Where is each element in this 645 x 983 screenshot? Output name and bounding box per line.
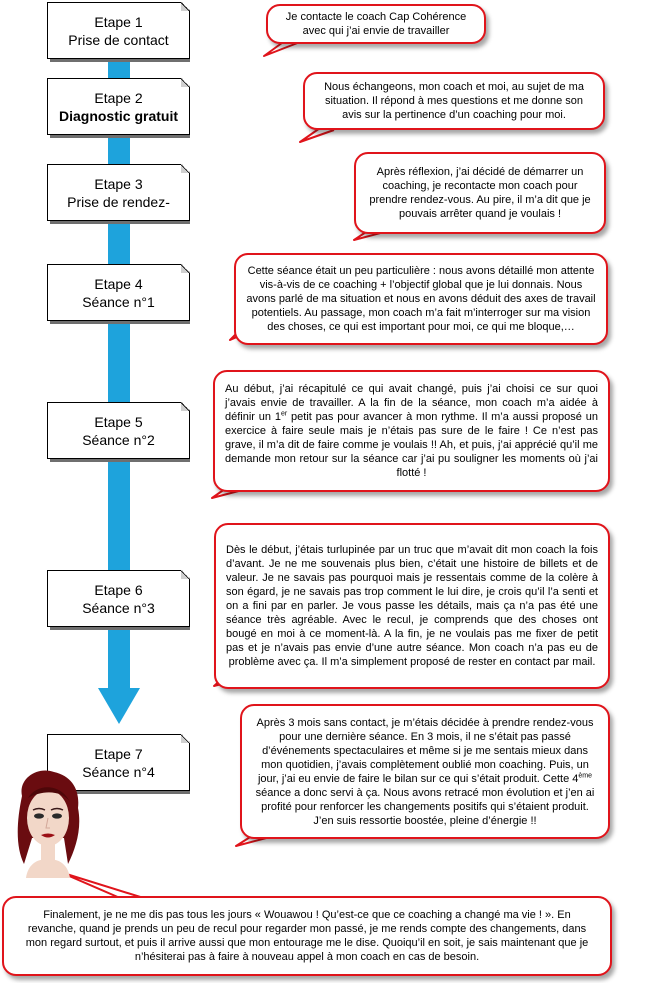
bubble-1-tail [263,39,301,57]
step-2-subtitle: Diagnostic gratuit [58,107,178,124]
step-3-title: Etape 3 [94,175,143,192]
step-2-title: Etape 2 [94,89,143,106]
bubble-step-1: Je contacte le coach Cap Cohérence avec … [266,4,486,44]
bubble-step-1-text: Je contacte le coach Cap Cohérence avec … [285,11,467,37]
step-7-subtitle: Séance n°4 [82,763,155,780]
step-6-subtitle: Séance n°3 [82,599,155,616]
step-1-box: Etape 1 Prise de contact [47,2,190,59]
page-fold-icon [181,734,190,743]
step-3-subtitle: Prise de rendez- [67,193,170,210]
bubble-conclusion-text: Finalement, je ne me dis pas tous les jo… [25,909,589,963]
bubble-step-3-text: Après réflexion, j’ai décidé de démarrer… [369,166,591,220]
step-7-title: Etape 7 [94,745,143,762]
step-4-box: Etape 4 Séance n°1 [47,264,190,321]
woman-avatar-icon [17,770,80,878]
step-1-title: Etape 1 [94,13,143,30]
bubble-step-2: Nous échangeons, mon coach et moi, au su… [303,72,605,130]
step-5-subtitle: Séance n°2 [82,431,155,448]
flow-arrow-head [98,688,140,724]
step-5-title: Etape 5 [94,413,143,430]
page-fold-icon [181,402,190,411]
step-6-box: Etape 6 Séance n°3 [47,570,190,627]
step-4-title: Etape 4 [94,275,143,292]
page-fold-icon [181,2,190,11]
step-3-box: Etape 3 Prise de rendez- [47,164,190,221]
step-4-subtitle: Séance n°1 [82,293,155,310]
bubble-step-7-text: Après 3 mois sans contact, je m’étais dé… [255,716,595,827]
page-fold-icon [181,570,190,579]
step-2-box: Etape 2 Diagnostic gratuit [47,78,190,135]
bubble-step-2-text: Nous échangeons, mon coach et moi, au su… [324,81,584,121]
bubble-step-7: Après 3 mois sans contact, je m’étais dé… [240,704,610,839]
page-fold-icon [181,264,190,273]
bubble-step-3: Après réflexion, j’ai décidé de démarrer… [354,152,606,234]
step-1-subtitle: Prise de contact [68,31,169,48]
page-fold-icon [181,78,190,87]
bubble-step-4: Cette séance était un peu particulière :… [234,253,608,345]
bubble-step-5: Au début, j’ai récapitulé ce qui avait c… [213,370,610,492]
bubble-step-4-text: Cette séance était un peu particulière :… [246,265,596,333]
page-fold-icon [181,164,190,173]
bubble-2-tail [299,127,335,143]
step-5-box: Etape 5 Séance n°2 [47,402,190,459]
step-6-title: Etape 6 [94,581,143,598]
bubble-step-6-text: Dès le début, j’étais turlupinée par un … [226,544,598,668]
bubble-conclusion: Finalement, je ne me dis pas tous les jo… [2,896,612,976]
bubble-step-5-text: Au début, j’ai récapitulé ce qui avait c… [225,383,598,479]
bubble-step-6: Dès le début, j’étais turlupinée par un … [214,523,610,689]
